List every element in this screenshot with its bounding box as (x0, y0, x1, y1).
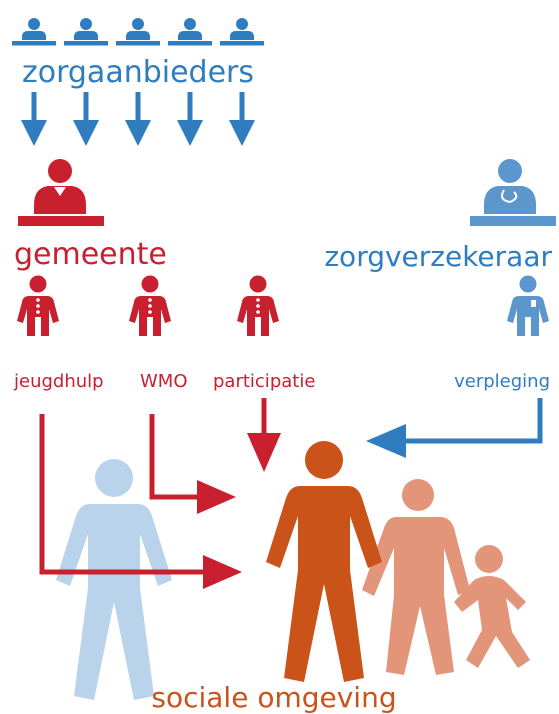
label-municipality: gemeente (14, 237, 167, 272)
municipality-arrows (39, 398, 281, 589)
client-figure-main (266, 441, 382, 682)
provider-at-desk-icon (64, 18, 108, 46)
official-at-desk-icon (18, 159, 104, 226)
arrow-icon (39, 414, 242, 589)
child-person-icon (454, 576, 530, 668)
label-wmo: WMO (140, 371, 188, 392)
nurse-group (507, 275, 549, 336)
arrow-icon (177, 92, 203, 146)
arrow-icon (73, 92, 99, 146)
arrow-icon (125, 92, 151, 146)
family-member-figure (362, 479, 530, 675)
person-icon (266, 441, 382, 682)
arrow-icon (149, 414, 236, 514)
arrow-icon (247, 398, 281, 472)
arrow-icon (366, 398, 543, 458)
provider-at-desk-icon (168, 18, 212, 46)
label-social-environment: sociale omgeving (151, 681, 396, 714)
label-nursing: verpleging (454, 371, 550, 392)
insurer-at-desk-icon (470, 159, 556, 226)
providers-group (12, 18, 264, 46)
arrow-icon (21, 92, 47, 146)
municipality-workers (17, 275, 279, 336)
person-icon (507, 275, 549, 336)
arrow-icon (229, 92, 255, 146)
label-providers: zorgaanbieders (22, 55, 254, 90)
label-youth-care: jeugdhulp (13, 371, 104, 392)
label-participation: participatie (213, 371, 315, 392)
person-icon (362, 517, 470, 675)
label-insurer: zorgverzekeraar (324, 240, 552, 273)
provider-arrows (21, 92, 255, 146)
provider-at-desk-icon (116, 18, 160, 46)
provider-at-desk-icon (12, 18, 56, 46)
provider-at-desk-icon (220, 18, 264, 46)
